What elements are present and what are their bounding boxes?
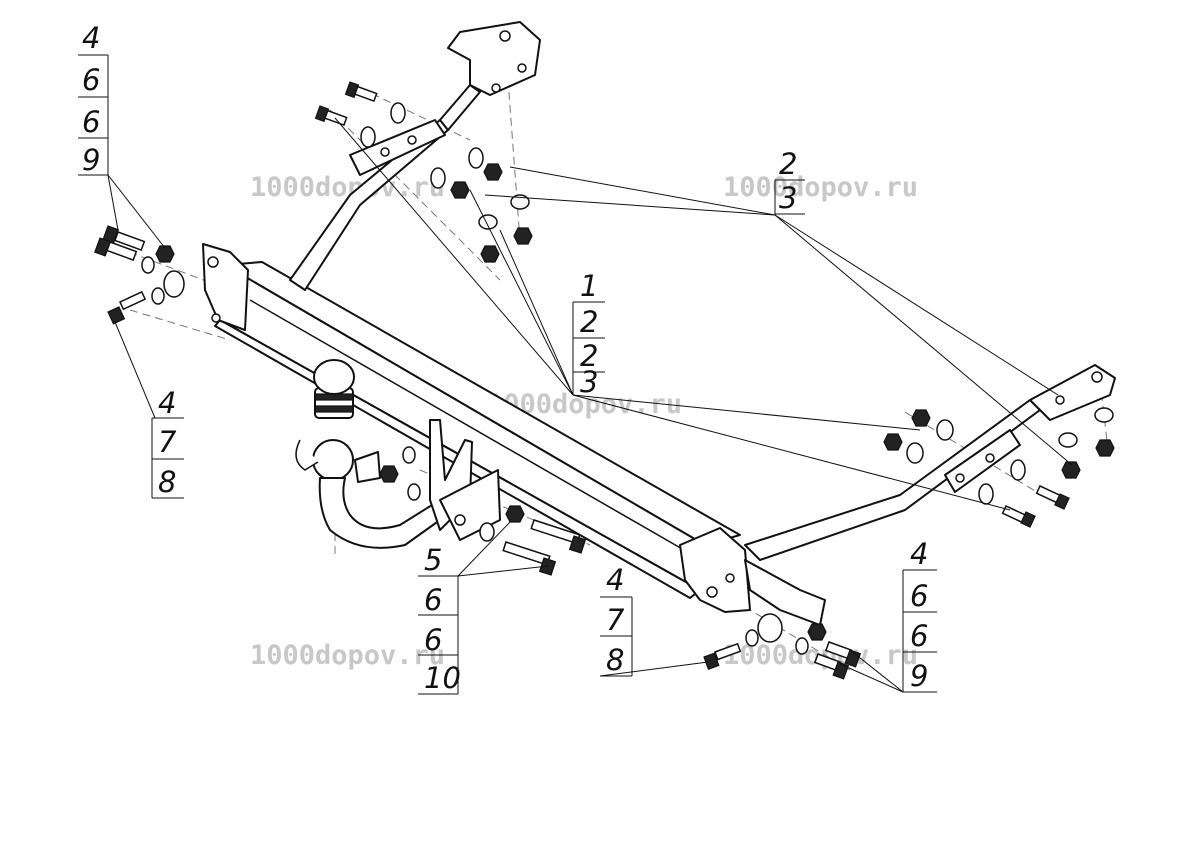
svg-text:7: 7 <box>158 425 177 459</box>
watermark-top-right: 1000dopov.ru <box>723 172 918 203</box>
svg-text:9: 9 <box>82 143 100 177</box>
bolt-icon <box>314 105 348 127</box>
svg-text:8: 8 <box>158 465 176 499</box>
svg-text:5: 5 <box>424 543 442 577</box>
svg-text:6: 6 <box>424 583 442 617</box>
svg-text:4: 4 <box>158 386 176 420</box>
svg-text:9: 9 <box>910 659 928 693</box>
svg-text:1: 1 <box>580 269 598 303</box>
bolt-icon <box>94 237 138 261</box>
svg-text:3: 3 <box>580 365 598 399</box>
svg-text:2: 2 <box>580 305 598 339</box>
right-end-plate <box>679 527 751 613</box>
svg-text:2: 2 <box>580 339 598 373</box>
svg-text:4: 4 <box>910 537 928 571</box>
bolt-icon <box>107 290 147 325</box>
callout-top-left: 4 6 6 9 <box>78 21 109 177</box>
svg-text:4: 4 <box>82 21 100 55</box>
svg-text:2: 2 <box>779 147 797 181</box>
svg-text:8: 8 <box>606 643 624 677</box>
bolt-icon <box>102 225 146 251</box>
callout-center: 1 2 2 3 <box>572 269 605 399</box>
svg-text:6: 6 <box>82 105 100 139</box>
svg-text:3: 3 <box>779 181 797 215</box>
svg-text:6: 6 <box>910 619 928 653</box>
bolt-icon <box>1035 485 1070 510</box>
fasteners <box>94 81 1115 680</box>
watermark-bottom-left: 1000dopov.ru <box>250 640 445 671</box>
bolt-icon <box>703 642 742 670</box>
callout-bottom-center: 5 6 6 10 <box>418 543 461 695</box>
left-end-plate <box>202 243 249 331</box>
right-mounting-arm <box>744 364 1116 626</box>
bolt-icon <box>824 641 862 668</box>
svg-text:6: 6 <box>82 63 100 97</box>
svg-text:6: 6 <box>910 579 928 613</box>
svg-text:6: 6 <box>424 623 442 657</box>
svg-text:7: 7 <box>606 603 625 637</box>
bolt-icon <box>1001 505 1036 528</box>
svg-text:10: 10 <box>424 661 461 695</box>
leader-lines <box>107 117 1073 693</box>
bolt-icon <box>530 519 587 554</box>
callout-top-right: 2 3 <box>774 147 805 215</box>
svg-text:4: 4 <box>606 563 624 597</box>
bolt-icon <box>344 81 378 103</box>
callout-bottom-mid: 4 7 8 <box>600 563 633 677</box>
callout-bottom-right: 4 6 6 9 <box>902 537 937 693</box>
left-mounting-arm <box>289 21 541 291</box>
callout-left-mid: 4 7 8 <box>151 386 184 499</box>
tow-ball-assembly <box>295 359 501 549</box>
